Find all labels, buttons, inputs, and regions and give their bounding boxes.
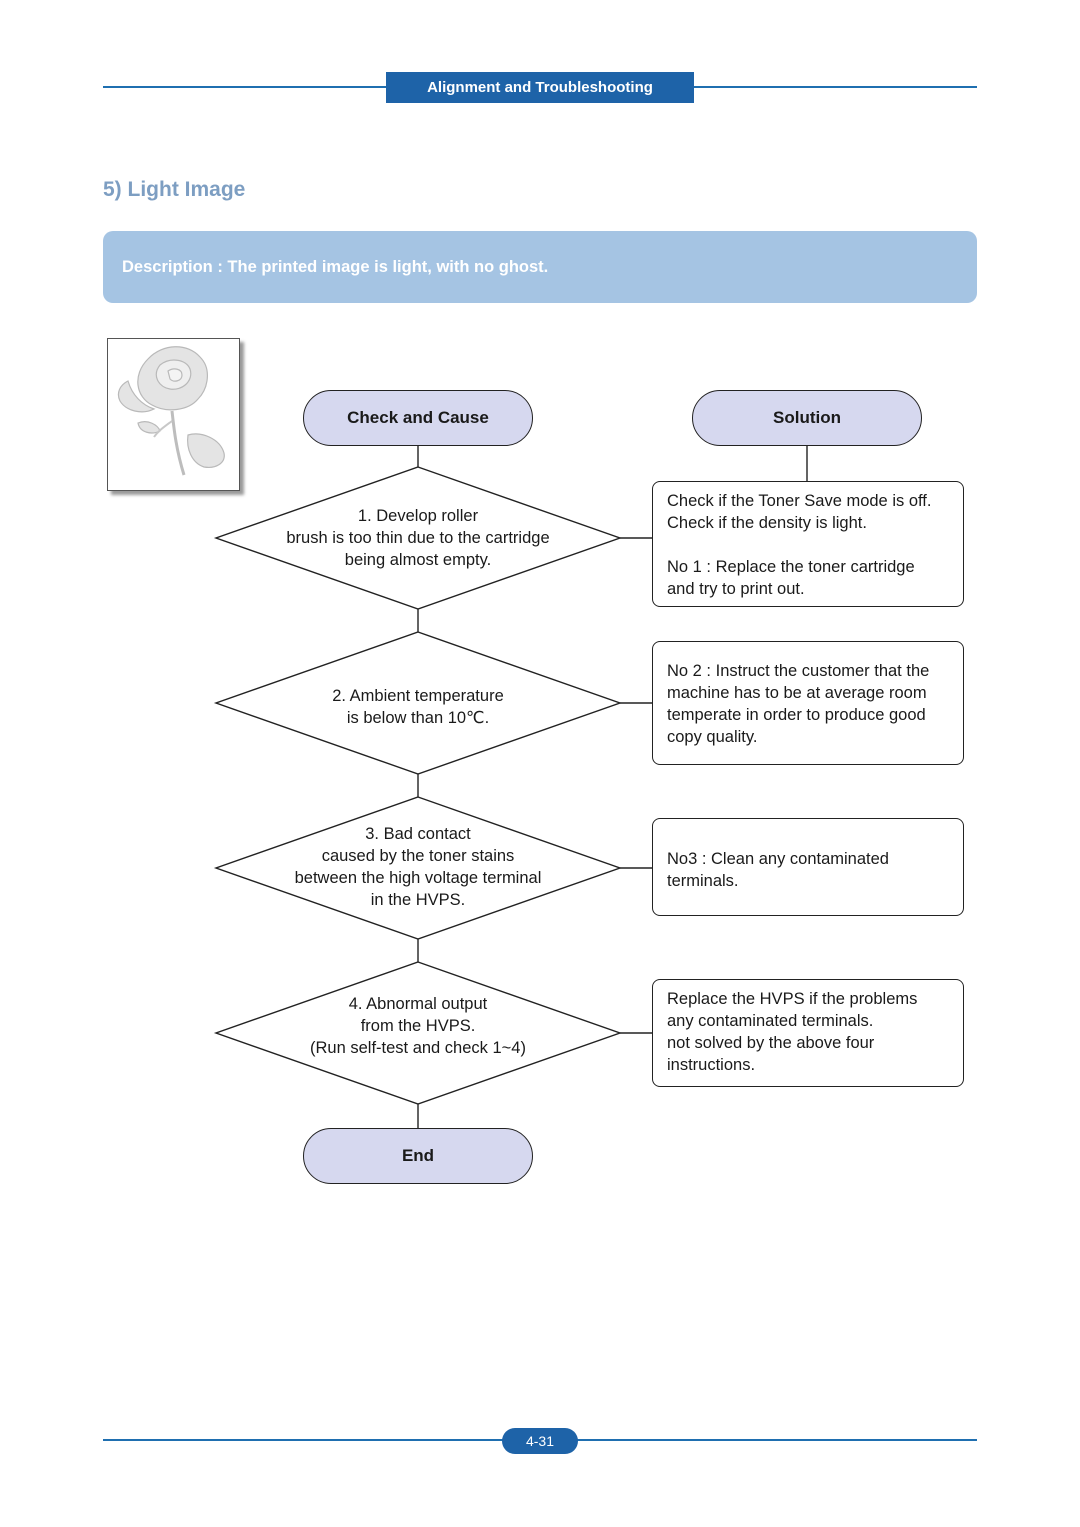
cause-line: caused by the toner stains [321,847,515,865]
cause-line: 2. Ambient temperature [332,687,504,705]
cause-3-text: 3. Bad contact caused by the toner stain… [238,823,598,911]
decision-diamond-2 [213,631,623,775]
solution-label: Solution [773,408,841,427]
header-tab: Alignment and Troubleshooting [386,72,694,104]
solution-line: No 1 : Replace the toner cartridge [667,558,915,576]
cause-line: is below than 10℃. [346,709,490,727]
check-and-cause-label: Check and Cause [347,408,489,427]
solution-box-1: Check if the Toner Save mode is off. Che… [652,481,964,607]
description-text: Description : The printed image is light… [122,257,549,276]
description-box: Description : The printed image is light… [103,231,977,303]
header-tab-label: Alignment and Troubleshooting [427,79,653,96]
solution-line: No3 : Clean any contaminated [667,850,889,868]
solution-line: terminals. [667,872,739,890]
decision-diamond-4 [213,961,623,1105]
solution-line: any contaminated terminals. [667,1012,874,1030]
light-image-sample-photo [107,338,240,491]
solution-box-2: No 2 : Instruct the customer that the ma… [652,641,964,765]
solution-box-3: No3 : Clean any contaminated terminals. [652,818,964,916]
cause-4-text: 4. Abnormal output from the HVPS. (Run s… [238,993,598,1059]
check-and-cause-pill: Check and Cause [303,390,533,446]
cause-line: in the HVPS. [370,891,466,909]
page-number: 4-31 [525,1433,555,1449]
solution-line: Check if the density is light. [667,514,867,532]
solution-pill: Solution [692,390,922,446]
page-number-badge: 4-31 [502,1428,578,1454]
decision-diamond-3 [213,796,623,940]
solution-line: machine has to be at average room [667,684,927,702]
cause-line: (Run self-test and check 1~4) [310,1039,526,1057]
solution-line: not solved by the above four [667,1034,875,1052]
section-title: 5) Light Image [103,178,246,201]
solution-line: instructions. [667,1056,756,1074]
end-pill: End [303,1128,533,1184]
solution-box-4: Replace the HVPS if the problems any con… [652,979,964,1087]
cause-line: between the high voltage terminal [294,869,542,887]
cause-line: from the HVPS. [360,1017,476,1035]
cause-line: 1. Develop roller [357,507,479,525]
solution-line: No 2 : Instruct the customer that the [667,662,930,680]
solution-spacer [667,534,963,556]
end-label: End [401,1146,435,1165]
decision-diamond-1 [213,466,623,610]
solution-line: and try to print out. [667,580,805,598]
cause-line: 4. Abnormal output [348,995,488,1013]
cause-1-text: 1. Develop roller brush is too thin due … [238,505,598,571]
cause-line: being almost empty. [344,551,492,569]
cause-2-text: 2. Ambient temperature is below than 10℃… [238,685,598,729]
solution-line: Replace the HVPS if the problems [667,990,918,1008]
solution-line: temperate in order to produce good [667,706,926,724]
solution-line: Check if the Toner Save mode is off. [667,492,932,510]
cause-line: brush is too thin due to the cartridge [286,529,550,547]
cause-line: 3. Bad contact [365,825,471,843]
solution-line: copy quality. [667,728,758,746]
